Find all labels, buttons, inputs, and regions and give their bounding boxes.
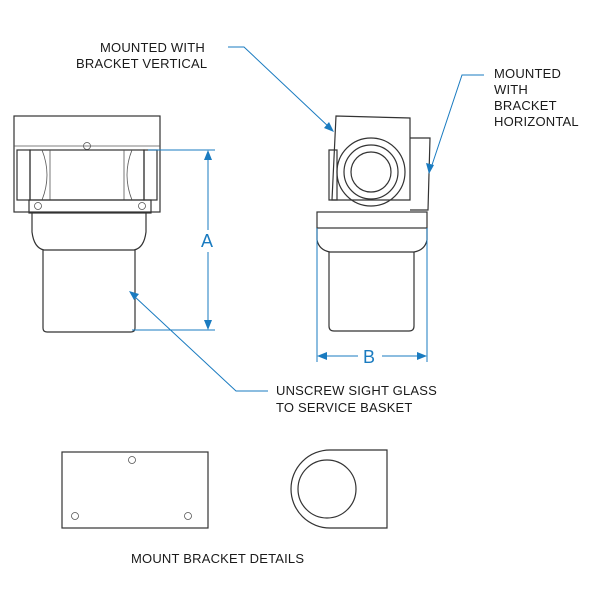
callout-labels: MOUNTED WITH BRACKET VERTICAL MOUNTED WI… — [76, 40, 579, 415]
dimension-a: A — [132, 149, 215, 331]
right-view-strainer — [316, 115, 431, 332]
left-port-right — [143, 149, 158, 201]
right-neck — [316, 228, 428, 253]
right-port-outer — [336, 137, 406, 207]
label-unscrew-2: TO SERVICE BASKET — [276, 400, 413, 415]
dimension-b-label: B — [363, 347, 375, 367]
label-mounted-horizontal-1: MOUNTED — [494, 66, 561, 81]
right-sight-glass — [328, 252, 415, 332]
left-collar — [28, 199, 152, 214]
right-bracket-vertical — [331, 115, 411, 201]
label-mounted-horizontal-2: WITH — [494, 82, 528, 97]
leader-lines — [129, 46, 484, 392]
leader-unscrew-sight-glass — [133, 295, 268, 392]
mount-bracket-detail-flat — [61, 451, 209, 529]
dimension-a-label: A — [201, 231, 213, 251]
right-collar — [316, 211, 428, 229]
detail-hole-left — [71, 512, 79, 520]
left-port-left — [16, 149, 31, 201]
dimension-b: B — [316, 228, 428, 367]
left-neck — [31, 213, 147, 251]
label-mounted-vertical-1: MOUNTED WITH — [100, 40, 205, 55]
leader-bracket-vertical — [228, 46, 331, 129]
label-mount-bracket-details: MOUNT BRACKET DETAILS — [131, 551, 304, 566]
right-bracket-horizontal — [328, 149, 338, 201]
detail-hole-right — [184, 512, 192, 520]
label-unscrew-1: UNSCREW SIGHT GLASS — [276, 383, 437, 398]
label-mounted-horizontal-3: BRACKET — [494, 98, 557, 113]
label-mounted-horizontal-4: HORIZONTAL — [494, 114, 579, 129]
left-sight-glass — [42, 250, 136, 333]
label-mounted-vertical-2: BRACKET VERTICAL — [76, 56, 207, 71]
detail-ring-bore — [297, 459, 357, 519]
left-bracket-plate — [13, 115, 161, 213]
mount-bracket-detail-ring — [290, 449, 388, 529]
leader-bracket-horizontal — [430, 74, 484, 169]
detail-hole-top — [128, 456, 136, 464]
